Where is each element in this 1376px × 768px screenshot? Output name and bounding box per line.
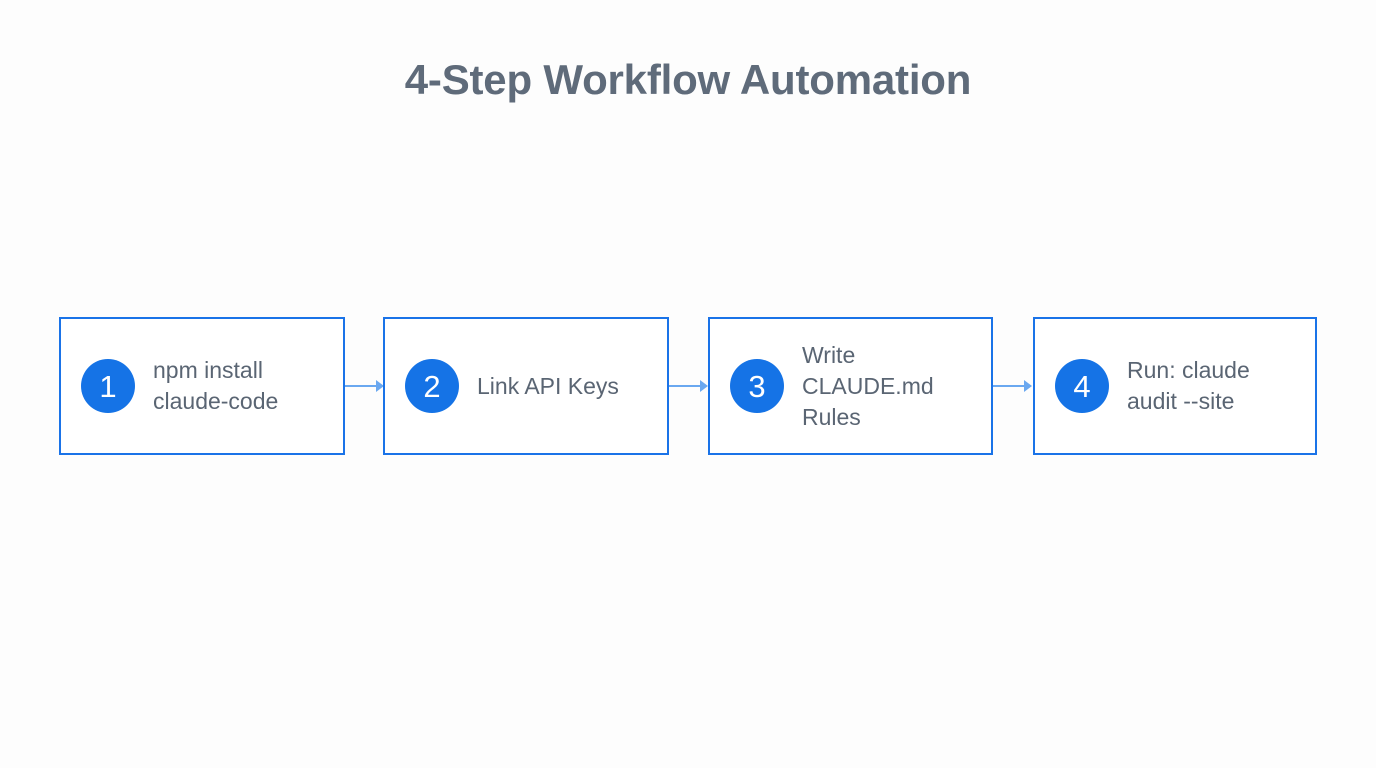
step-label-4: Run: claude audit --site: [1127, 357, 1250, 414]
connector-arrow-2: [669, 378, 709, 394]
step-label-3: Write CLAUDE.md Rules: [802, 341, 934, 430]
connector-arrow-1: [345, 378, 385, 394]
arrow-right-icon: [669, 380, 708, 392]
connector-arrow-3: [993, 378, 1033, 394]
step-box-1[interactable]: 1 npm install claude-code: [59, 317, 345, 455]
page-title: 4-Step Workflow Automation: [404, 56, 972, 103]
step-label-2: Link API Keys: [477, 372, 619, 399]
workflow-diagram: 1 npm install claude-code 2 Link API Key…: [59, 317, 1317, 457]
step-box-4[interactable]: 4 Run: claude audit --site: [1033, 317, 1317, 455]
step-label-1: npm install claude-code: [153, 357, 279, 414]
step-number-badge-2: 2: [405, 359, 459, 413]
step-box-2[interactable]: 2 Link API Keys: [383, 317, 669, 455]
arrow-right-icon: [993, 380, 1032, 392]
step-number-badge-3: 3: [730, 359, 784, 413]
step-number-badge-4: 4: [1055, 359, 1109, 413]
step-box-3[interactable]: 3 Write CLAUDE.md Rules: [708, 317, 993, 455]
arrow-right-icon: [345, 380, 384, 392]
step-number-badge-1: 1: [81, 359, 135, 413]
